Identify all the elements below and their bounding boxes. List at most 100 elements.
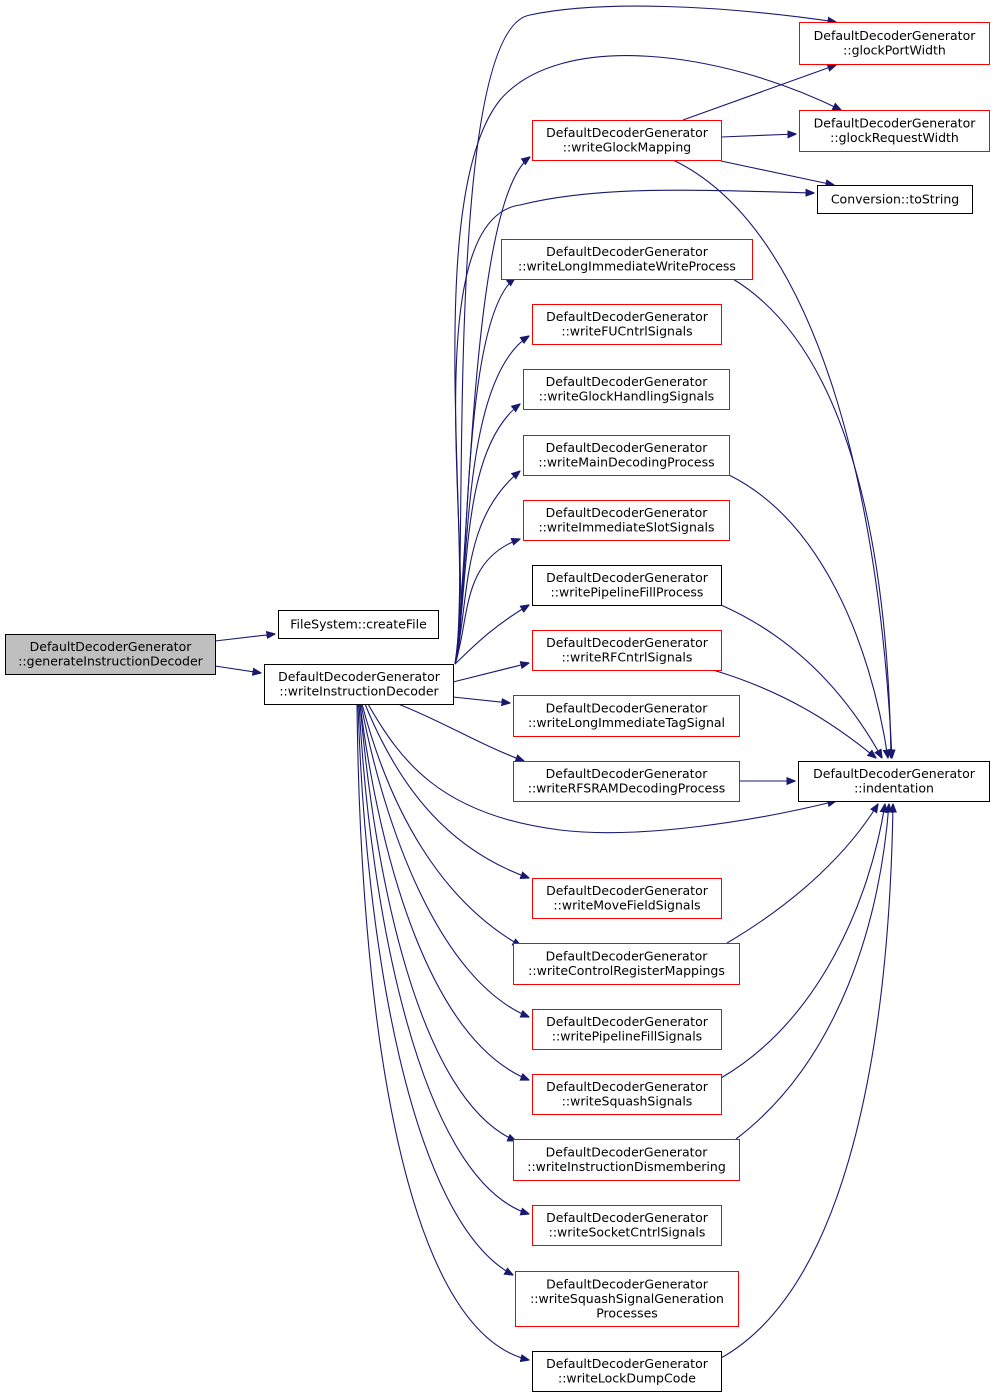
node-box[interactable] [532,1074,722,1115]
node-label-line: DefaultDecoderGenerator [546,1356,709,1371]
node-generateInstructionDecoder[interactable]: DefaultDecoderGenerator::generateInstruc… [5,634,216,675]
edge-generateInstructionDecoder-to-createFile [214,634,275,642]
node-writeSquashSignals[interactable]: DefaultDecoderGenerator::writeSquashSign… [532,1074,722,1115]
node-label-line: ::writeSocketCntrlSignals [549,1225,706,1240]
edge-writeInstructionDecoder-to-writeLongImmediateTagSignal [452,696,510,703]
node-createFile[interactable]: FileSystem::createFile [278,610,439,639]
node-box[interactable] [523,435,730,476]
node-label-line: DefaultDecoderGenerator [814,28,977,43]
node-box[interactable] [523,500,730,541]
node-glockRequestWidth[interactable]: DefaultDecoderGenerator::glockRequestWid… [799,110,990,152]
node-label-line: ::writeLongImmediateWriteProcess [518,259,736,274]
node-label-line: DefaultDecoderGenerator [546,374,709,389]
node-box[interactable] [798,761,990,802]
node-writeLongImmediateTagSignal[interactable]: DefaultDecoderGenerator::writeLongImmedi… [513,695,740,737]
node-label-line: ::writeRFCntrlSignals [562,650,693,665]
edge-writePipelineFillProcess-to-indentation [720,604,882,758]
edge-writeGlockMapping-to-glockPortWidth [682,65,836,121]
node-label-line: ::writeInstructionDismembering [527,1159,726,1174]
node-box[interactable] [799,22,990,65]
node-box[interactable] [532,565,722,606]
edge-writeInstructionDecoder-to-writeGlockHandlingSignals [454,404,520,665]
node-writeRFSRAMDecodingProcess[interactable]: DefaultDecoderGenerator::writeRFSRAMDeco… [513,761,740,802]
node-label-line: DefaultDecoderGenerator [546,635,709,650]
node-label-line: DefaultDecoderGenerator [546,244,709,259]
edge-writeInstructionDecoder-to-writeSquashSignals [359,703,529,1080]
node-box[interactable] [513,1139,740,1181]
node-writeInstructionDecoder[interactable]: DefaultDecoderGenerator::writeInstructio… [264,664,454,705]
node-label-line: DefaultDecoderGenerator [546,883,709,898]
node-box[interactable] [513,761,740,802]
node-writeMainDecodingProcess[interactable]: DefaultDecoderGenerator::writeMainDecodi… [523,435,730,476]
node-writeSocketCntrlSignals[interactable]: DefaultDecoderGenerator::writeSocketCntr… [532,1205,722,1246]
node-label-line: DefaultDecoderGenerator [546,949,709,964]
node-label-line: ::writeSquashSignals [562,1094,693,1109]
node-label-line: DefaultDecoderGenerator [546,1079,709,1094]
node-box[interactable] [515,1271,739,1327]
node-label-line: DefaultDecoderGenerator [813,766,976,781]
node-glockPortWidth[interactable]: DefaultDecoderGenerator::glockPortWidth [799,22,990,65]
node-box[interactable] [264,664,454,705]
node-label-line: DefaultDecoderGenerator [546,1210,709,1225]
edge-generateInstructionDecoder-to-writeInstructionDecoder [214,665,261,673]
edge-writeInstructionDecoder-to-writeRFSRAMDecodingProcess [397,703,524,761]
edge-writeInstructionDecoder-to-writePipelineFillProcess [454,605,529,665]
node-indentation[interactable]: DefaultDecoderGenerator::indentation [798,761,990,802]
node-box[interactable] [532,304,722,345]
node-label-line: ::glockRequestWidth [830,130,959,145]
node-writeRFCntrlSignals[interactable]: DefaultDecoderGenerator::writeRFCntrlSig… [532,630,722,671]
nodes-layer: DefaultDecoderGenerator::generateInstruc… [5,22,990,1392]
node-box[interactable] [799,110,990,152]
node-label-line: ::writeFUCntrlSignals [561,324,692,339]
edge-writeGlockMapping-to-indentation [672,159,892,758]
edge-writeInstructionDecoder-to-writePipelineFillSignals [360,703,529,1017]
node-box[interactable] [513,695,740,737]
node-box[interactable] [5,634,216,675]
node-label-line: DefaultDecoderGenerator [30,639,193,654]
node-label-line: DefaultDecoderGenerator [546,309,709,324]
node-box[interactable] [817,185,973,214]
node-label-line: DefaultDecoderGenerator [546,701,709,716]
node-box[interactable] [513,943,740,985]
node-writeLockDumpCode[interactable]: DefaultDecoderGenerator::writeLockDumpCo… [532,1351,722,1392]
edge-writeInstructionDecoder-to-writeSocketCntrlSignals [358,703,529,1214]
node-label-line: DefaultDecoderGenerator [278,669,441,684]
node-writeGlockHandlingSignals[interactable]: DefaultDecoderGenerator::writeGlockHandl… [523,369,730,410]
node-label-line: ::writeMoveFieldSignals [553,898,700,913]
node-box[interactable] [532,878,722,919]
node-box[interactable] [278,610,439,639]
node-writePipelineFillProcess[interactable]: DefaultDecoderGenerator::writePipelineFi… [532,565,722,606]
node-writeLongImmediateWriteProcess[interactable]: DefaultDecoderGenerator::writeLongImmedi… [501,239,753,280]
node-writeImmediateSlotSignals[interactable]: DefaultDecoderGenerator::writeImmediateS… [523,500,730,541]
node-writeGlockMapping[interactable]: DefaultDecoderGenerator::writeGlockMappi… [532,120,722,161]
node-box[interactable] [532,1205,722,1246]
node-label-line: DefaultDecoderGenerator [546,766,709,781]
node-label-line: ::writePipelineFillProcess [551,585,704,600]
node-box[interactable] [532,120,722,161]
node-writeFUCntrlSignals[interactable]: DefaultDecoderGenerator::writeFUCntrlSig… [532,304,722,345]
node-label-line: ::writeImmediateSlotSignals [538,520,714,535]
node-label-line: Conversion::toString [831,191,959,206]
edge-writeInstructionDecoder-to-writeLockDumpCode [356,703,529,1360]
node-writeSquashSignalGenerationProcesses[interactable]: DefaultDecoderGenerator::writeSquashSign… [515,1271,739,1327]
node-box[interactable] [532,1009,722,1050]
node-writePipelineFillSignals[interactable]: DefaultDecoderGenerator::writePipelineFi… [532,1009,722,1050]
node-label-line: Processes [596,1305,658,1320]
node-writeControlRegisterMappings[interactable]: DefaultDecoderGenerator::writeControlReg… [513,943,740,985]
node-writeMoveFieldSignals[interactable]: DefaultDecoderGenerator::writeMoveFieldS… [532,878,722,919]
edge-writeLockDumpCode-to-indentation [720,804,893,1359]
node-label-line: DefaultDecoderGenerator [546,440,709,455]
node-box[interactable] [501,239,753,280]
node-box[interactable] [532,630,722,671]
edge-writeInstructionDecoder-to-glockPortWidth [454,5,836,665]
edge-writeRFCntrlSignals-to-indentation [712,669,876,758]
edge-writeInstructionDecoder-to-indentation [367,703,836,834]
edge-writeInstructionDecoder-to-writeMainDecodingProcess [454,471,520,665]
node-box[interactable] [532,1351,722,1392]
node-writeInstructionDismembering[interactable]: DefaultDecoderGenerator::writeInstructio… [513,1139,740,1181]
node-label-line: ::writeInstructionDecoder [279,684,439,699]
node-label-line: ::writeGlockMapping [563,140,691,155]
node-box[interactable] [523,369,730,410]
node-toString[interactable]: Conversion::toString [817,185,973,214]
